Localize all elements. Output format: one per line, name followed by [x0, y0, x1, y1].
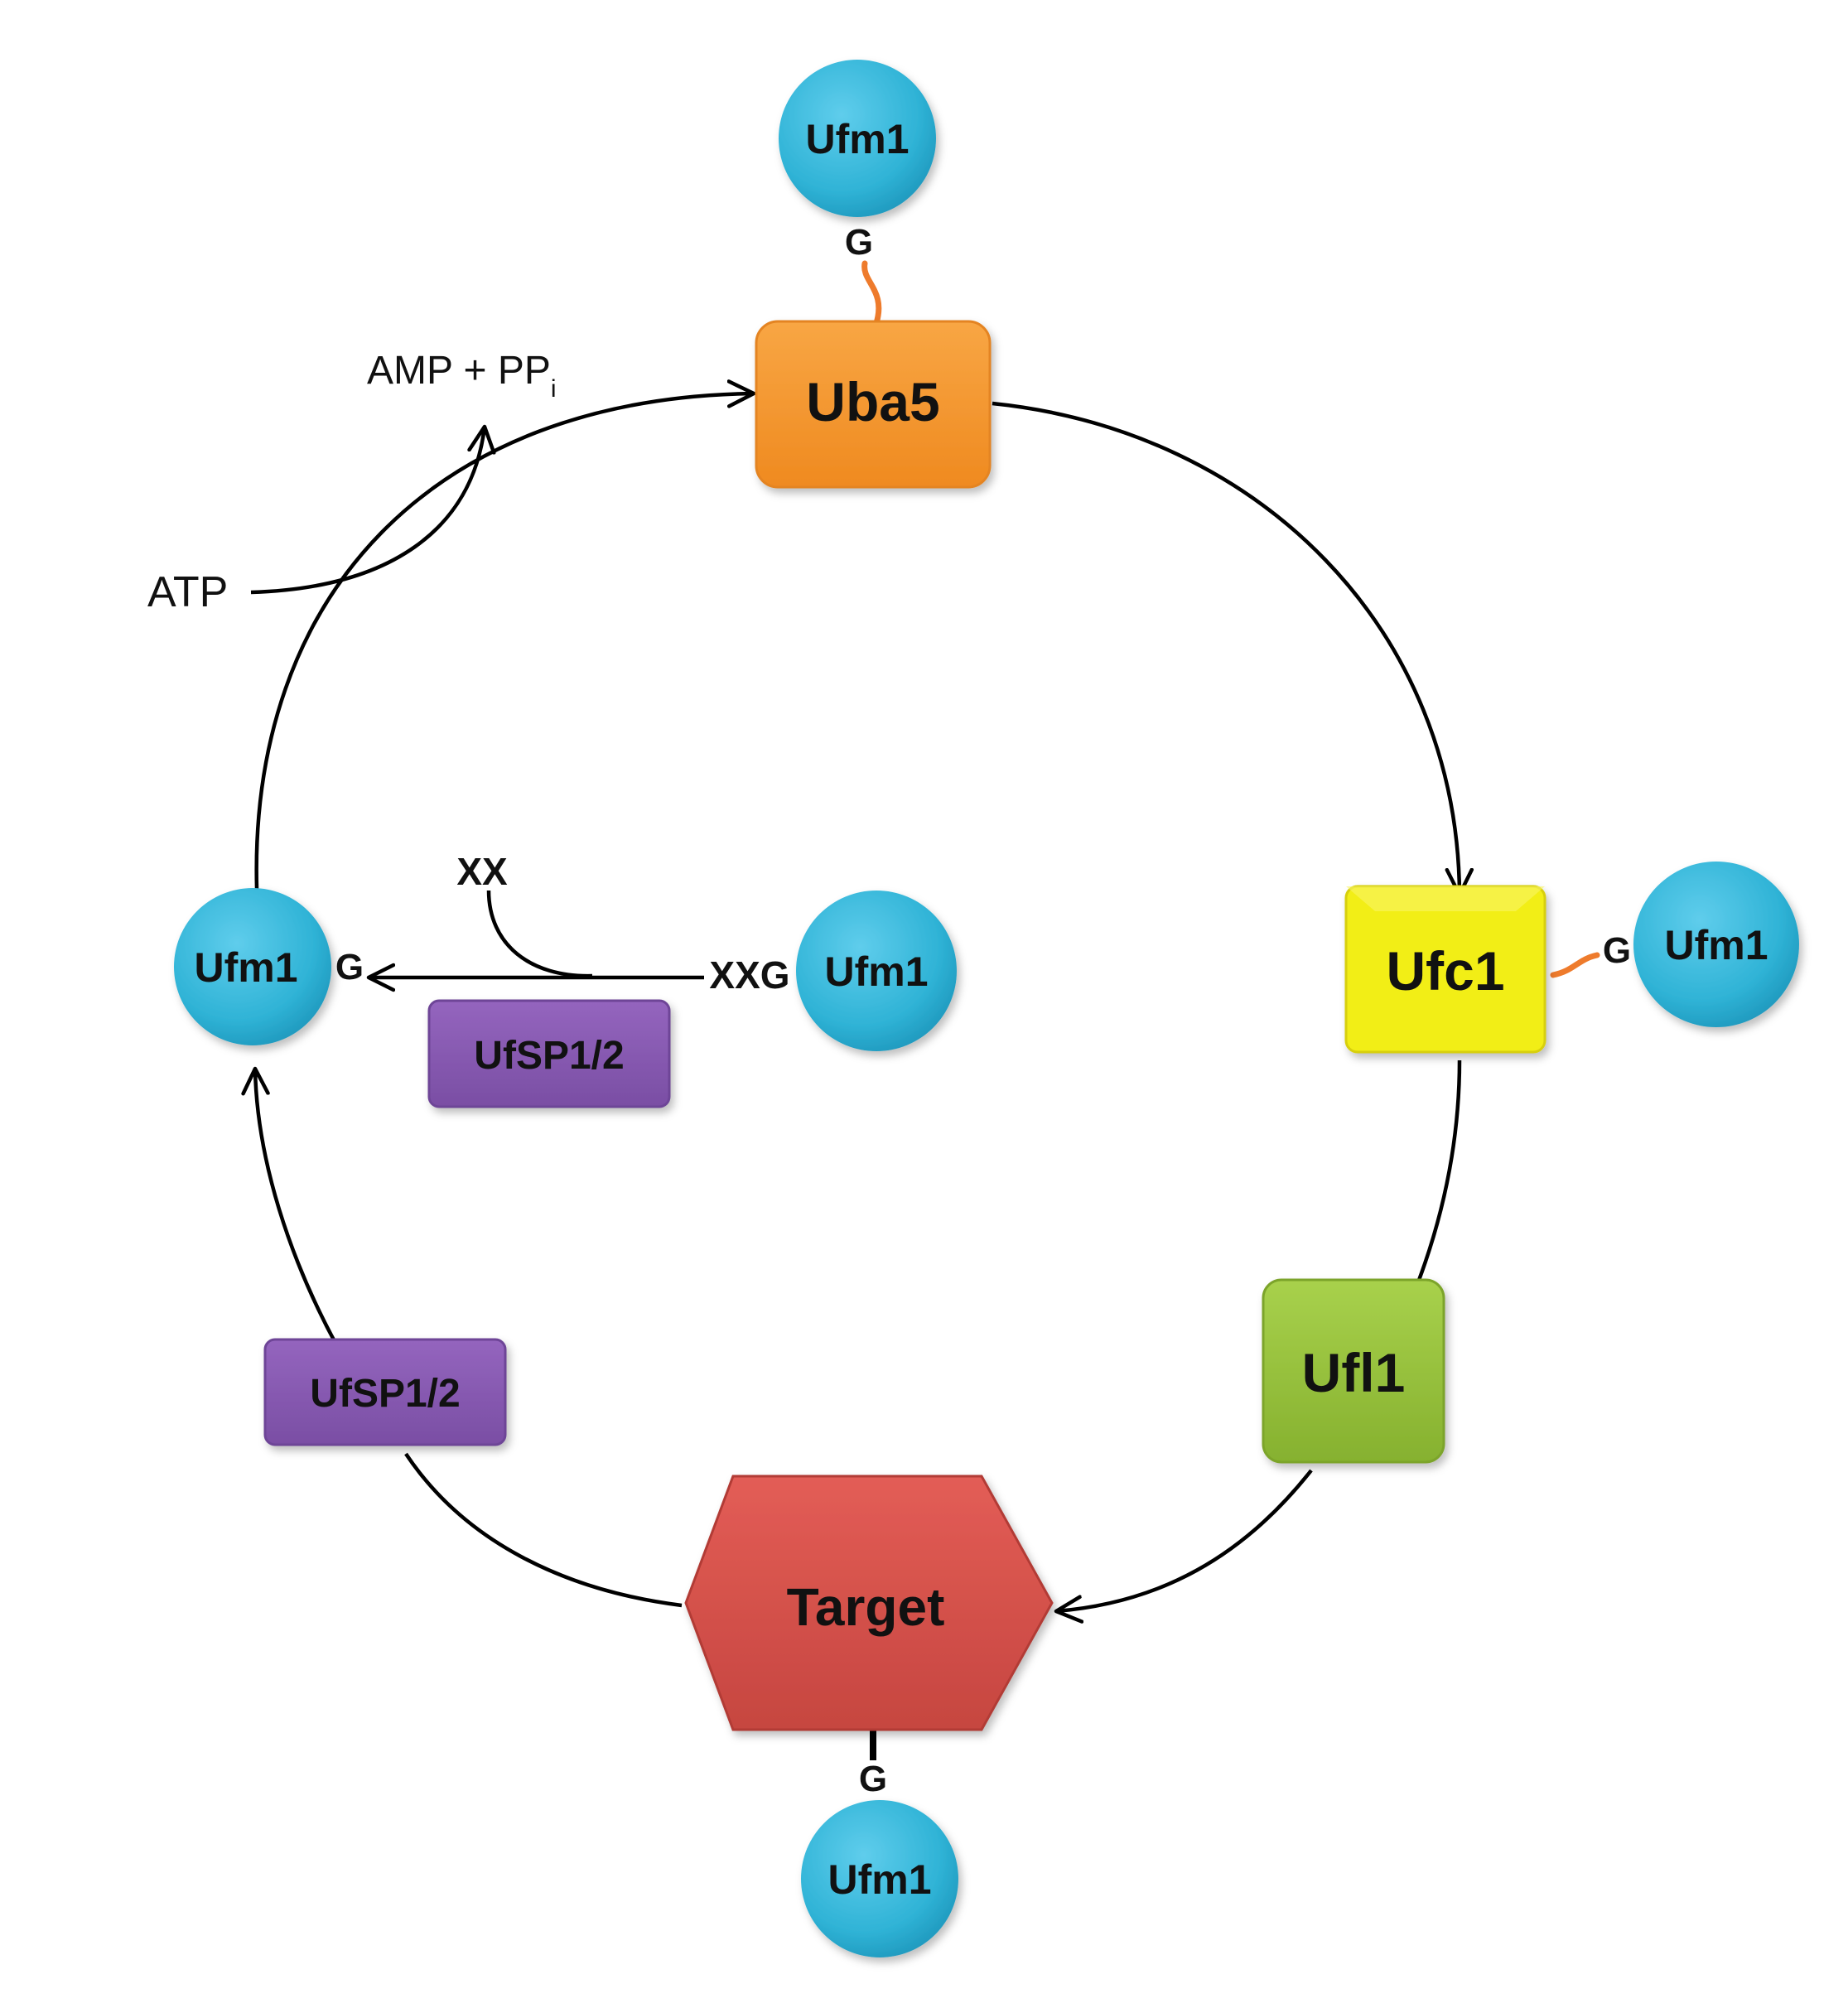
ufm1-left-ball: [174, 888, 331, 1045]
ufsp-center-box: [427, 999, 671, 1108]
g-left-label: G: [335, 947, 364, 987]
ufsp-bottom-left-box: [263, 1338, 507, 1446]
xxg-label: XXG: [709, 953, 789, 997]
cycle-arrows: [251, 393, 1460, 1611]
ufm1-left-label: Ufm1: [194, 944, 297, 991]
ufsp-bottom-left-node: UfSP1/2: [263, 1338, 507, 1446]
g-top-label: G: [845, 222, 873, 263]
uba5-node: Uba5: [755, 320, 992, 489]
ufl1-label: Ufl1: [1302, 1342, 1406, 1403]
ufm1-top-label: Ufm1: [805, 116, 909, 162]
arrow-ufsp-to-ufm1: [255, 1069, 339, 1348]
ufl1-node: Ufl1: [1262, 1278, 1445, 1464]
line-target-to-ufsp: [404, 1452, 683, 1608]
arrow-uba5-to-ufc1: [992, 401, 1460, 895]
ufl1-box: [1262, 1278, 1445, 1464]
ufc1-label: Ufc1: [1386, 940, 1504, 1002]
uba5-box: [755, 320, 992, 489]
ufm1-right-label: Ufm1: [1664, 922, 1768, 968]
ufm1-top-node: Ufm1: [779, 60, 936, 217]
g-bottom-label: G: [859, 1759, 887, 1799]
ufm1-center-ball: [796, 891, 957, 1051]
ufm1-left-node: Ufm1: [174, 888, 331, 1045]
linker-top: [861, 260, 882, 326]
xx-label: XX: [456, 850, 508, 893]
xx-release-curve: [486, 890, 593, 978]
line-ufc1-to-ufl1: [1416, 1060, 1462, 1283]
ufm1-bottom-node: Ufm1: [801, 1800, 958, 1957]
target-node: Target: [684, 1475, 1054, 1731]
ufm1-bottom-label: Ufm1: [827, 1856, 931, 1903]
g-right-label: G: [1603, 930, 1631, 971]
arrow-ufl1-to-target: [1056, 1469, 1313, 1611]
ufm1-center-node: Ufm1: [796, 891, 957, 1051]
arrow-ufm1-to-uba5: [254, 393, 754, 890]
ufm1-top-ball: [779, 60, 936, 217]
uba5-label: Uba5: [806, 371, 939, 432]
ufc1-bevel: [1346, 886, 1545, 911]
target-label: Target: [787, 1577, 945, 1637]
ufm1-right-node: Ufm1: [1633, 862, 1799, 1027]
ufsp-bottom-left-label: UfSP1/2: [310, 1372, 460, 1416]
ufm1-center-label: Ufm1: [824, 948, 928, 995]
ufm1-bottom-ball: [801, 1800, 958, 1957]
ufsp-center-node: UfSP1/2: [427, 999, 671, 1108]
amp-ppi-subscript: i: [551, 375, 557, 403]
target-hexagon: [684, 1475, 1054, 1731]
atp-label: ATP: [147, 568, 228, 616]
ufm1-right-ball: [1633, 862, 1799, 1027]
arrow-atp-to-amp: [250, 427, 485, 595]
linker-right: [1550, 952, 1600, 978]
ufsp-center-label: UfSP1/2: [474, 1034, 624, 1078]
amp-ppi-label: AMP + PPi: [367, 349, 557, 403]
amp-ppi-main: AMP + PP: [367, 349, 551, 393]
ufc1-node: Ufc1: [1344, 885, 1546, 1054]
